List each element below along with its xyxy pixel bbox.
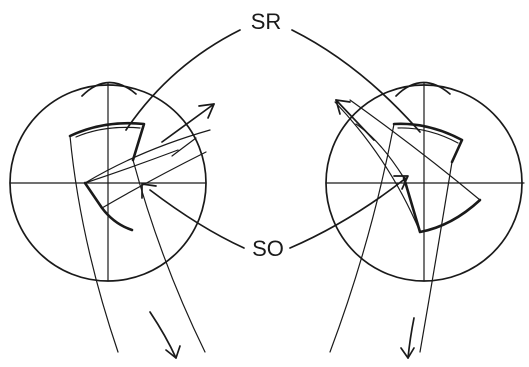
- so-label: SO: [252, 236, 284, 261]
- right-eye-sr-insertion: [394, 124, 462, 162]
- sr-leader-right: [292, 30, 420, 132]
- right-eye-sr-insertion-inner: [398, 128, 458, 143]
- right-eye: [326, 82, 524, 358]
- sr-leader-left: [126, 30, 240, 130]
- left-eye-bottom-arrow: [150, 312, 176, 358]
- so-leader-left-arrowhead: [142, 184, 156, 198]
- left-eye-so-muscle-line-2: [85, 150, 178, 183]
- right-eye-sr-muscle-line-2: [420, 162, 452, 352]
- right-eye-rotation-arrow: [336, 100, 374, 140]
- right-eye-so-guide: [356, 124, 404, 178]
- left-eye-sr-muscle-line-2: [133, 160, 205, 352]
- so-leader-left: [150, 190, 244, 248]
- right-eye-bottom-arrowhead: [401, 348, 414, 358]
- so-leader-right: [290, 178, 406, 248]
- left-eye: [10, 82, 214, 358]
- sr-label: SR: [251, 9, 282, 34]
- right-eye-sr-muscle-line-1: [330, 124, 394, 352]
- left-eye-so-guide: [102, 152, 206, 208]
- right-eye-so-muscle-line: [350, 100, 480, 200]
- left-eye-so-muscle-line: [85, 130, 210, 183]
